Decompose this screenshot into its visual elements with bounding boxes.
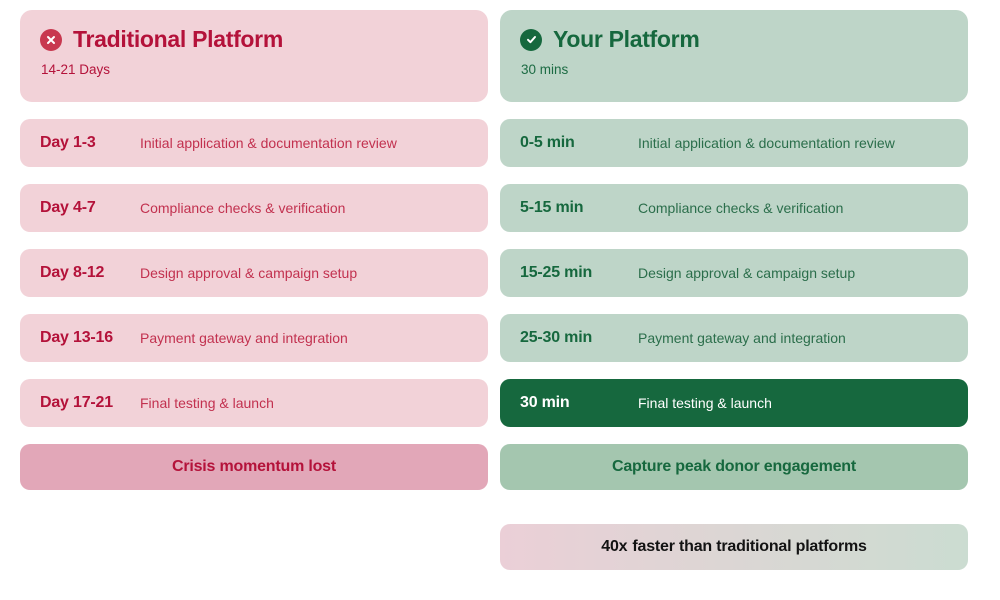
circle-check-icon (520, 28, 542, 51)
traditional-steps-list: Day 1-3 Initial application & documentat… (20, 119, 488, 427)
step-row: Day 1-3 Initial application & documentat… (20, 119, 488, 167)
step-row: 15-25 min Design approval & campaign set… (500, 249, 968, 297)
step-description: Compliance checks & verification (638, 200, 844, 216)
step-row: Day 8-12 Design approval & campaign setu… (20, 249, 488, 297)
step-time-label: 30 min (520, 394, 570, 411)
step-row-highlighted: 30 min Final testing & launch (500, 379, 968, 427)
step-description: Payment gateway and integration (638, 330, 846, 346)
step-time-label: 0-5 min (520, 134, 575, 151)
step-time-label: 15-25 min (520, 264, 593, 281)
your-platform-title: Your Platform (553, 26, 700, 52)
speed-comparison-text: faster than traditional platforms (632, 538, 867, 555)
step-description: Final testing & launch (140, 395, 274, 411)
step-description: Initial application & documentation revi… (140, 135, 397, 151)
step-row: 5-15 min Compliance checks & verificatio… (500, 184, 968, 232)
traditional-platform-column: Traditional Platform 14-21 Days Day 1-3 … (20, 10, 488, 590)
step-description: Design approval & campaign setup (140, 265, 358, 281)
step-time-label: Day 4-7 (40, 199, 96, 216)
step-description: Initial application & documentation revi… (638, 135, 895, 151)
step-description: Payment gateway and integration (140, 330, 348, 346)
your-platform-steps-list: 0-5 min Initial application & documentat… (500, 119, 968, 427)
circle-cross-icon (40, 28, 62, 51)
speed-multiplier: 40x (601, 538, 628, 555)
step-time-label: 25-30 min (520, 329, 593, 346)
step-time-label: Day 13-16 (40, 329, 113, 346)
traditional-platform-header: Traditional Platform 14-21 Days (20, 10, 488, 102)
step-time-label: Day 17-21 (40, 394, 113, 411)
step-row: Day 13-16 Payment gateway and integratio… (20, 314, 488, 362)
step-row: 25-30 min Payment gateway and integratio… (500, 314, 968, 362)
step-row: Day 4-7 Compliance checks & verification (20, 184, 488, 232)
traditional-platform-title: Traditional Platform (73, 26, 283, 52)
your-platform-column: Your Platform 30 mins 0-5 min Initial ap… (500, 10, 968, 590)
your-platform-outcome-banner: Capture peak donor engagement (500, 444, 968, 490)
step-description: Compliance checks & verification (140, 200, 346, 216)
your-platform-duration: 30 mins (521, 62, 569, 77)
your-platform-header: Your Platform 30 mins (500, 10, 968, 102)
speed-comparison-banner: 40x faster than traditional platforms (500, 524, 968, 570)
traditional-platform-duration: 14-21 Days (41, 62, 111, 77)
step-description: Final testing & launch (638, 395, 772, 411)
your-platform-title-row: Your Platform (520, 26, 948, 53)
step-time-label: 5-15 min (520, 199, 584, 216)
traditional-outcome-banner: Crisis momentum lost (20, 444, 488, 490)
step-row: 0-5 min Initial application & documentat… (500, 119, 968, 167)
traditional-title-row: Traditional Platform (40, 26, 468, 53)
step-time-label: Day 8-12 (40, 264, 105, 281)
step-time-label: Day 1-3 (40, 134, 96, 151)
step-description: Design approval & campaign setup (638, 265, 856, 281)
step-row: Day 17-21 Final testing & launch (20, 379, 488, 427)
